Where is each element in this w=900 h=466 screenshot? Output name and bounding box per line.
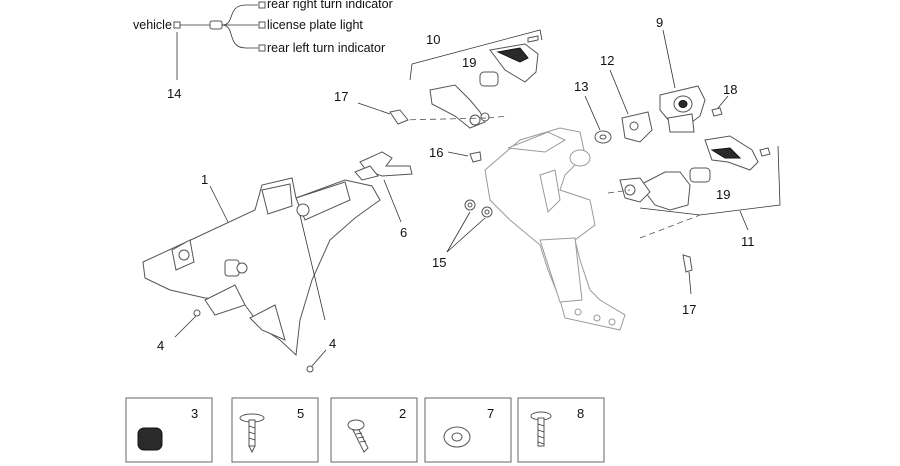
callout-17-bottom: 17 [682,302,696,317]
connector-icon [258,44,266,52]
part-15-nuts: 15 [432,199,493,270]
part-12-bracket: 12 [600,53,653,143]
part-4-screws: 4 4 [157,309,336,373]
callout-5: 5 [297,406,304,421]
wiring-output-rear-left: rear left turn indicator [267,41,385,55]
hardware-box-3: 3 [125,397,213,463]
callout-19-bottom: 19 [716,187,730,202]
callout-13: 13 [574,79,588,94]
callout-3: 3 [191,406,198,421]
callout-8: 8 [577,406,584,421]
self-tapping-screw-icon [347,419,369,453]
part-18-screw: 18 [711,82,737,117]
hardware-box-2: 2 [330,397,418,463]
connector-icon [258,1,266,9]
callout-12: 12 [600,53,614,68]
flange-screw-icon [239,413,265,454]
hardware-box-8: 8 [517,397,605,463]
callout-2: 2 [399,406,406,421]
callout-1: 1 [201,172,208,187]
callout-18: 18 [723,82,737,97]
part-17-screws: 17 17 [334,89,696,317]
callout-11: 11 [741,234,755,249]
junction-icon [209,20,223,30]
wiring-output-rear-right: rear right turn indicator [267,0,393,11]
washer-icon [443,426,471,448]
hardware-box-7: 7 [424,397,512,463]
callout-6: 6 [400,225,407,240]
part-6-clip: 6 [354,151,413,240]
flange-bolt-icon [530,411,552,447]
connector-icon [258,21,266,29]
callout-4-left: 4 [157,338,164,353]
wiring-output-license: license plate light [267,18,363,32]
hardware-box-5: 5 [231,397,319,463]
license-plate-holder [484,127,626,331]
connector-icon [173,21,181,29]
callout-9: 9 [656,15,663,30]
part-16-screw: 16 [429,145,482,163]
callout-7: 7 [487,406,494,421]
callout-14: 14 [167,86,181,101]
callout-4-right: 4 [329,336,336,351]
callout-19-top: 19 [462,55,476,70]
part-9-license-light: 9 [656,15,706,133]
part-11-left-indicator-group: 19 11 [607,135,781,249]
wiring-source-label: vehicle [133,18,172,32]
callout-16: 16 [429,145,443,160]
callout-15: 15 [432,255,446,270]
callout-10: 10 [426,32,440,47]
part-13-grommet: 13 [574,79,612,144]
wiring-harness: vehicle rear right turn indicator licens… [133,0,393,101]
part-1-rear-fender: 1 [142,172,381,357]
callout-17-top: 17 [334,89,348,104]
rubber-plug-icon [137,427,163,451]
part-10-right-indicator-group: 10 19 [399,29,543,129]
